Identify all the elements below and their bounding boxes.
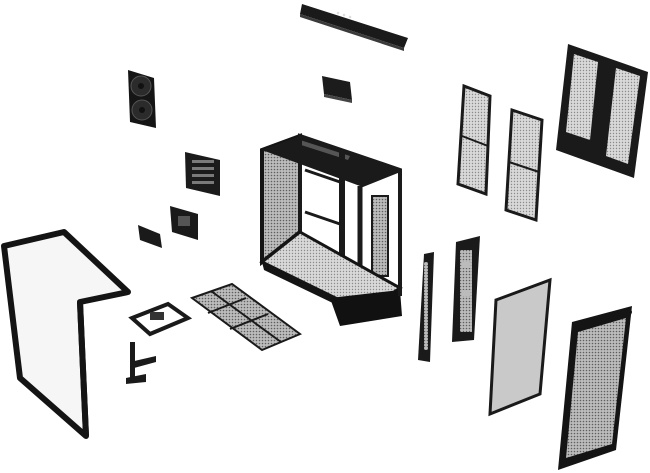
main-chassis-frame [259,133,403,326]
dual-fan-radiator [128,70,156,128]
small-mount-bracket [170,206,198,240]
side-tempered-glass-panel [488,277,552,417]
psu-bracket [128,301,193,337]
vertical-mesh-panel-1 [456,83,492,197]
front-rail-right [452,236,480,342]
top-cover-panel [300,4,408,51]
front-side-glass-panel [1,229,131,439]
rear-side-mesh-panel [556,44,648,178]
rear-pcie-bracket [185,152,220,196]
bottom-dust-filter [189,282,303,352]
front-rail-left [418,252,434,362]
ssd-bracket [138,225,162,248]
vertical-mesh-panel-2 [504,107,544,223]
top-io-bracket [322,76,352,103]
front-mesh-panel [558,306,632,470]
gpu-support-stand [126,342,156,384]
